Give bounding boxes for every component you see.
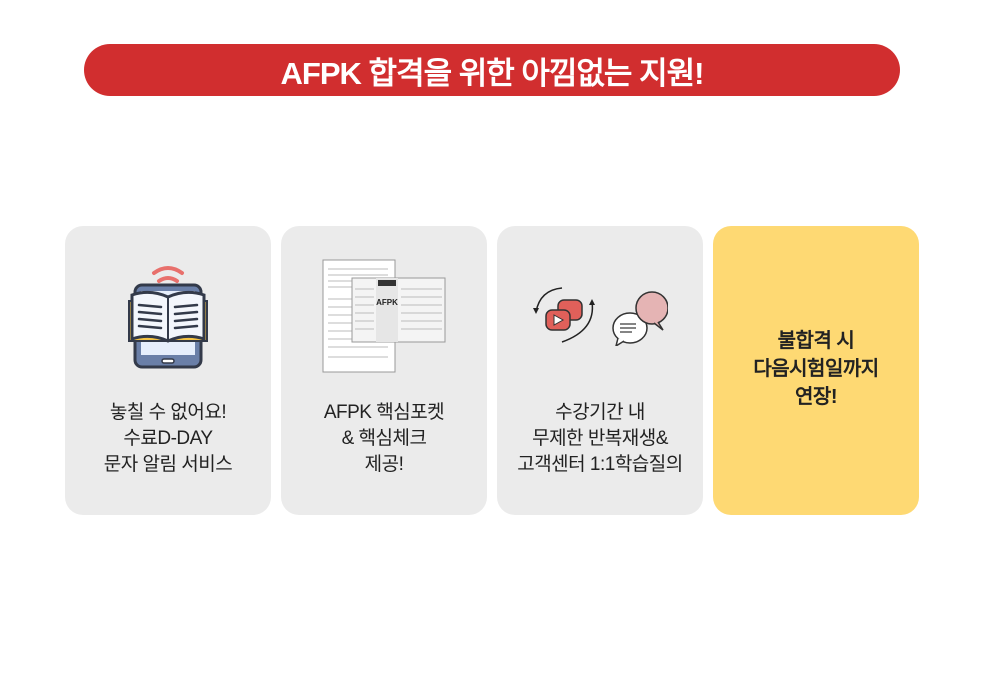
card-text: AFPK 핵심포켓 & 핵심체크 제공! — [281, 400, 487, 478]
card-pocket-book: AFPK AFPK 핵심포켓 & 핵심체크 제공! — [281, 226, 487, 515]
card-line: 연장! — [795, 386, 837, 408]
headline-banner: AFPK 합격을 위한 아낌없는 지원! — [84, 44, 900, 96]
banner-title: AFPK 합격을 위한 아낌없는 지원! — [280, 55, 705, 91]
pocket-book-document-icon: AFPK — [281, 256, 487, 376]
card-line: 무제한 반복재생& — [532, 428, 668, 449]
card-line: 고객센터 1:1학습질의 — [517, 454, 683, 475]
card-text: 놓칠 수 없어요! 수료D-DAY 문자 알림 서비스 — [65, 400, 271, 478]
card-extension: 불합격 시 다음시험일까지 연장! — [713, 226, 919, 515]
card-line: AFPK 핵심포켓 — [323, 402, 445, 423]
replay-video-chat-icon — [497, 256, 703, 376]
card-line: 문자 알림 서비스 — [103, 454, 233, 475]
card-replay-qa: 수강기간 내 무제한 반복재생& 고객센터 1:1학습질의 — [497, 226, 703, 515]
card-line: 수강기간 내 — [555, 402, 645, 423]
card-text: 불합격 시 다음시험일까지 연장! — [713, 327, 919, 411]
card-text: 수강기간 내 무제한 반복재생& 고객센터 1:1학습질의 — [497, 400, 703, 478]
card-line: 불합격 시 — [777, 330, 855, 352]
card-line: & 핵심체크 — [341, 428, 427, 449]
ebook-tablet-icon — [65, 256, 271, 376]
card-line: 다음시험일까지 — [753, 358, 879, 380]
doc-title: AFPK — [376, 298, 398, 307]
card-dday-sms: 놓칠 수 없어요! 수료D-DAY 문자 알림 서비스 — [65, 226, 271, 515]
card-line: 수료D-DAY — [123, 428, 213, 449]
card-line: 제공! — [364, 454, 404, 475]
card-line: 놓칠 수 없어요! — [109, 402, 227, 423]
